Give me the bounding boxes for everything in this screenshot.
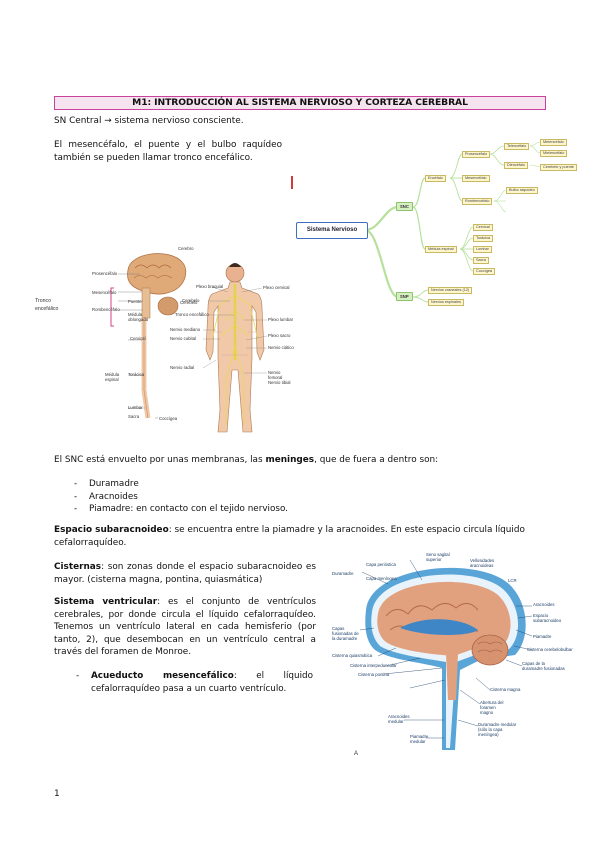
label-toracica: Torácica [128,372,144,377]
fig2-label-cisterna-magna: Cisterna magna [490,687,521,692]
meninges-list: -Duramadre -Aracnoides -Piamadre: en con… [74,478,389,516]
fig2-label-abertura-foramen: Abertura del foramen magno [480,700,504,715]
mindmap-snp: SNP [396,292,413,301]
bracket-label-tronco: Tronco [35,298,51,304]
fig2-label-aracnoides: Aracnoides [533,602,555,607]
fig2-label-cisterna-quiasmatica: Cisterna quiasmática [332,653,373,658]
fig2-label-capa-meningea: Capa meníngea [366,576,397,581]
mindmap-nervios-craneales: Nervios craneales (12) [428,287,473,294]
label-rombencefalo: Rombencéfalo [92,307,120,312]
mindmap-lumbar: Lumbar [473,246,492,253]
label-prosencefalo: Prosencéfalo [92,271,118,276]
nervous-system-illustration [110,253,268,433]
mindmap-coccigea: Coccígea [473,268,496,275]
fig2-label-capas-duramadre: Capas de la duramadre fusionadas [522,661,565,671]
mindmap-mesencefalo: Mesencéfalo [462,175,490,182]
mindmap-toracica: Torácica [473,235,494,242]
label-lumbar: Lumbar [128,405,143,410]
mindmap-cerebelo-puente: Cerebelo y puente [540,164,578,171]
fig2-label-cisterna-pontina: Cisterna pontina [358,672,390,677]
mindmap-diencefalo: Diencéfalo [504,162,528,169]
list-item: -Piamadre: en contacto con el tejido ner… [74,504,288,515]
bracket-label-encefalico: encefálico [35,306,59,312]
fig2-label-duramadre-medular: Duramadre medular (sólo la capa meníngea… [478,722,517,737]
mindmap-rombencefalo: Rombencéfalo [462,198,493,205]
page-title: M1: INTRODUCCIÓN AL SISTEMA NERVIOSO Y C… [54,96,546,110]
fig2-label-duramadre: Duramadre [332,571,354,576]
mindmap-red-marker [291,176,293,189]
mindmap-mielencefalo: Mielencéfalo [540,150,568,157]
acueducto: -Acueducto mesencefálico: el líquido cef… [76,671,314,694]
label-sacra: Sacra [128,414,140,419]
mindmap-snc: SNC [396,202,413,211]
mindmap-nervios-espinales: Nervios espinales [428,299,464,306]
body-label-plexo-lumbar: Plexo lumbar [268,317,294,322]
snc-intro: El SNC está envuelto por unas membranas,… [54,455,439,465]
fig2-label-cisterna-interpeduncular: Cisterna interpeduncular [350,663,397,668]
body-label-cerebelo: Cerebelo [182,298,200,303]
label-cerebro: Cerebro [178,246,194,251]
mindmap-root: Sistema Nervioso [296,222,368,239]
fig2-label-lcr: LCR [508,578,517,583]
fig2-label-piamadre: Piamadre [533,634,552,639]
fig2-label-piamadre-medular: Piamadre medular [410,734,429,744]
list-item: -Aracnoides [74,491,138,502]
label-puente: Puente [128,299,142,304]
fig2-label-cisterna-cerebelobulbar: Cisterna cerebelobulbar [527,647,573,652]
fig2-label-vellosidades: Vellosidades aracnoideas [470,558,495,568]
mindmap-cervical: Cervical [473,224,493,231]
label-cervical: Cervical [130,336,146,341]
meninges-figure: Duramadre Capa perióstica Capa meníngea … [330,550,575,762]
body-label-nervio-ciatico: Nervio ciático [268,345,294,350]
body-label-nervio-femoral: Nervio femoral [268,370,283,380]
mindmap-connectors [364,141,541,303]
body-label-nervio-tibial: Nervio tibial [268,380,291,385]
fig2-label-capa-periostica: Capa perióstica [366,562,396,567]
mindmap-encefalo: Encéfalo [425,175,446,182]
body-label-tronco-encefalico: Tronco encefálico [175,312,209,317]
mindmap-bulbo: Bulbo raquídeo [506,187,538,194]
label-cerebelo: Cerebelo [180,300,198,305]
sistema-ventricular: Sistema ventricular: es el conjunto de v… [54,597,317,658]
mindmap-sacra: Sacra [473,257,489,264]
mindmap-metencefalo: Metencéfalo [540,139,567,146]
label-mesencefalo: Mesencéfalo [92,290,117,295]
label-medula-espinal: Médula espinal [105,372,120,382]
nervous-system-figure: Cerebro Prosencéfalo Mesencéfalo Puente … [30,240,295,440]
mindmap-prosencefalo: Prosencéfalo [462,151,491,158]
mindmap-medula: Médula espinal [425,246,457,253]
fig2-label-seno-sagital: Seno sagital superior [426,552,450,562]
meninges-illustration [359,559,533,750]
fig2-label-aracnoides-medular: Aracnoides medular [388,714,410,724]
espacio-subaracnoideo: Espacio subaracnoideo: se encuentra entr… [54,525,525,548]
list-item: -Duramadre [74,479,139,489]
tronco-text: El mesencéfalo, el puente y el bulbo raq… [54,140,282,163]
body-label-plexo-cervical: Plexo cervical [263,285,290,290]
fig2-label-capas-fusionadas: Capas fusionadas de la duramadre [332,626,359,641]
page-number: 1 [54,789,60,799]
body-label-plexo-braquial: Plexo braquial [196,284,224,289]
label-medula-oblongada: Médula oblongada [128,312,149,322]
cisternas: Cisternas: son zonas donde el espacio su… [54,562,316,585]
mindmap-telencefalo: Telencéfalo [504,143,530,150]
sn-central-text: SN Central → sistema nervioso consciente… [54,116,244,126]
mindmap: Sistema Nervioso SNC SNP Encéfalo Médula… [290,135,586,310]
fig2-letter: A [354,751,359,757]
body-label-nervio-cubital: Nervio cubital [170,336,197,341]
label-coccigea: Coccígea [159,416,178,421]
body-label-nervio-mediano: Nervio mediano [170,327,201,332]
body-label-nervio-radial: Nervio radial [170,365,195,370]
body-label-plexo-sacro: Plexo sacro [268,333,291,338]
fig2-label-espacio-sub: Espacio subaracnoideo [533,613,562,623]
